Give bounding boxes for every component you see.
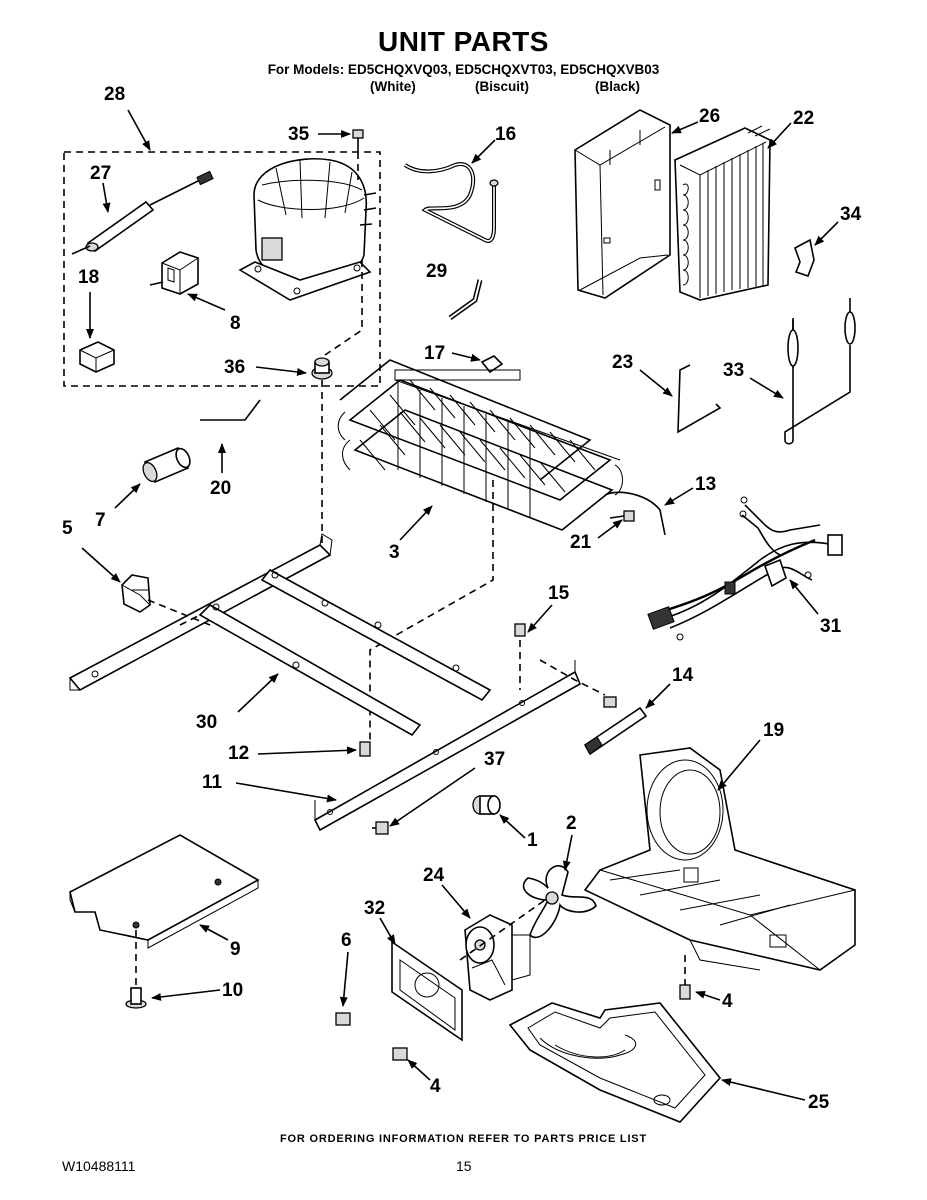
strip-14 <box>583 706 648 756</box>
clip-17 <box>480 355 504 374</box>
screw-10 <box>125 987 147 1009</box>
relay-8 <box>149 251 199 295</box>
screw-4-right <box>679 955 691 1000</box>
callout-5: 5 <box>62 518 73 539</box>
callout-22: 22 <box>793 108 815 129</box>
compressor-kit-outline <box>63 151 381 387</box>
callout-8: 8 <box>230 313 241 334</box>
tube-29 <box>448 279 483 321</box>
document-number: W10488111 <box>62 1158 136 1174</box>
callout-37: 37 <box>484 749 506 770</box>
callout-34: 34 <box>840 204 862 225</box>
callout-35: 35 <box>288 124 310 145</box>
tube-33 <box>784 298 856 445</box>
screw-4-lower <box>392 1047 408 1061</box>
leader-arrows <box>81 109 839 1101</box>
callout-24: 24 <box>423 865 445 886</box>
callout-20: 20 <box>210 478 232 499</box>
tube-23 <box>677 364 722 434</box>
part-1 <box>472 795 501 815</box>
callout-10: 10 <box>222 980 244 1001</box>
callout-19: 19 <box>763 720 785 741</box>
screw-frame <box>603 696 617 708</box>
callout-27: 27 <box>90 163 112 184</box>
models-line: For Models: ED5CHQXVQ03, ED5CHQXVT03, ED… <box>267 62 660 77</box>
page-title: UNIT PARTS <box>378 26 549 57</box>
grommet-36 <box>311 357 333 545</box>
tube-13 <box>604 491 666 536</box>
callout-23: 23 <box>612 352 634 373</box>
callout-4-right: 4 <box>722 991 733 1012</box>
bolt-35 <box>324 129 364 356</box>
condenser-22 <box>674 125 771 301</box>
callout-9: 9 <box>230 939 241 960</box>
compressor <box>238 157 377 301</box>
shroud-26 <box>574 109 671 299</box>
tube-16 <box>403 162 499 243</box>
callout-14: 14 <box>672 665 694 686</box>
cover-9 <box>69 834 260 990</box>
screw-6 <box>335 1012 351 1026</box>
callout-31: 31 <box>820 616 842 637</box>
color-label-biscuit: (Biscuit) <box>475 79 529 94</box>
callout-2: 2 <box>566 813 577 834</box>
drain-pan-25 <box>508 1002 722 1123</box>
callout-33: 33 <box>723 360 745 381</box>
callout-29: 29 <box>426 261 448 282</box>
fan-blade-2 <box>522 865 597 939</box>
ordering-note: FOR ORDERING INFORMATION REFER TO PARTS … <box>280 1133 647 1145</box>
color-label-black: (Black) <box>595 79 641 94</box>
callout-16: 16 <box>495 124 517 145</box>
callout-15: 15 <box>548 583 570 604</box>
start-device-27 <box>71 170 214 255</box>
callout-11: 11 <box>202 772 223 793</box>
callout-32: 32 <box>364 898 386 919</box>
callout-6: 6 <box>341 930 352 951</box>
callout-28: 28 <box>104 84 126 105</box>
callout-18: 18 <box>78 267 100 288</box>
callout-26: 26 <box>699 106 721 127</box>
wire-harness-31 <box>647 496 843 641</box>
motor-bracket-32 <box>391 899 546 1042</box>
frame-30 <box>68 533 492 737</box>
callout-21: 21 <box>570 532 592 553</box>
screw-12 <box>359 741 371 757</box>
clip-34 <box>794 238 815 278</box>
wire-20 <box>200 399 261 421</box>
fan-shroud-19 <box>583 747 856 971</box>
page-number: 15 <box>456 1158 472 1174</box>
rail-11 <box>313 659 606 832</box>
callout-1: 1 <box>527 830 538 851</box>
evaporator-3 <box>337 359 623 740</box>
screw-21 <box>609 510 635 522</box>
fan-motor-24 <box>464 914 531 1001</box>
callout-7: 7 <box>95 510 106 531</box>
callout-13: 13 <box>695 474 717 495</box>
callout-25: 25 <box>808 1092 830 1113</box>
callout-4-lower: 4 <box>430 1076 441 1097</box>
tube-7 <box>142 446 191 484</box>
screw-15 <box>514 623 526 690</box>
callout-12: 12 <box>228 743 250 764</box>
screw-37 <box>372 821 389 835</box>
overload-18 <box>79 341 115 373</box>
callout-36: 36 <box>224 357 246 378</box>
callout-17: 17 <box>424 343 446 364</box>
bracket-5 <box>121 574 151 613</box>
callout-3: 3 <box>389 542 400 563</box>
color-label-white: (White) <box>370 79 416 94</box>
callout-30: 30 <box>196 712 218 733</box>
